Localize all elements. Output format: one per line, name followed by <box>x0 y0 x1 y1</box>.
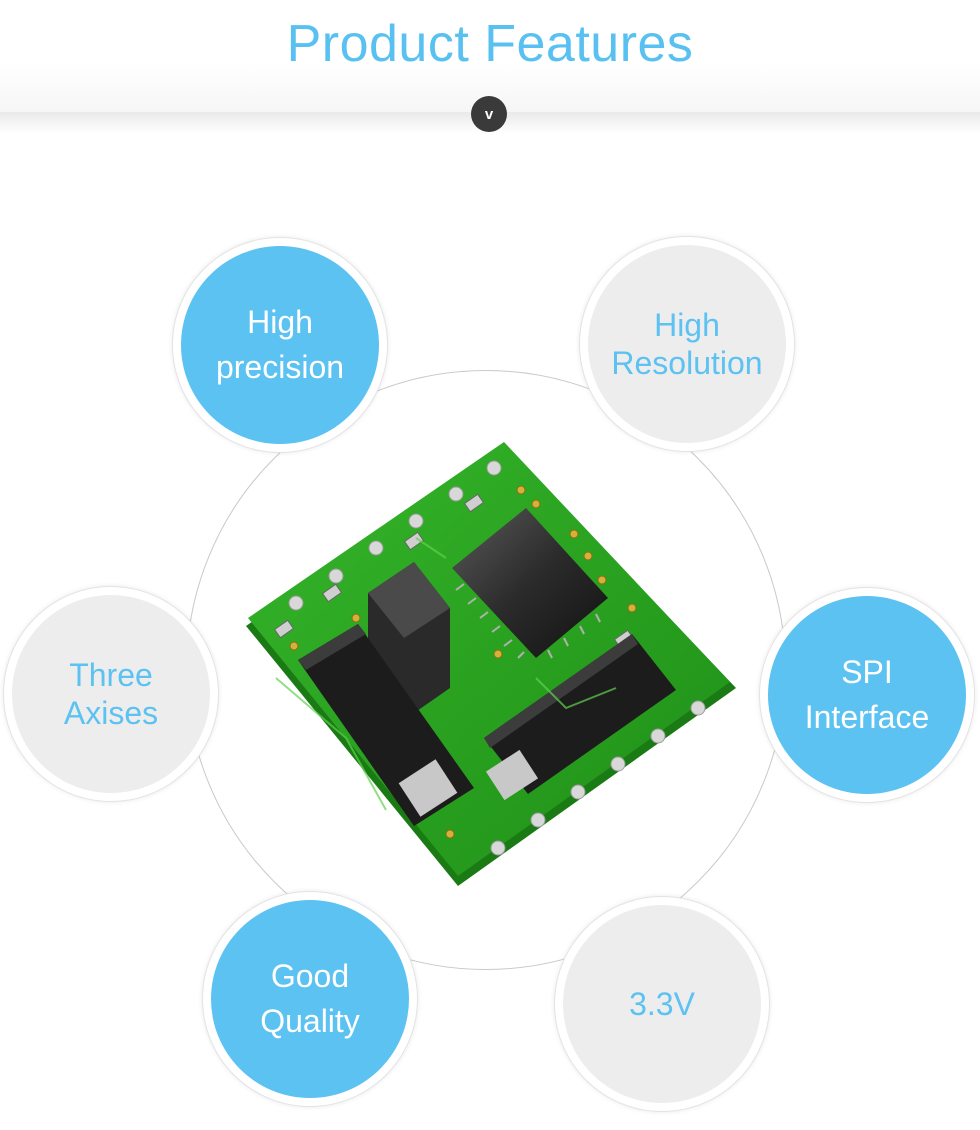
page-title: Product Features <box>286 15 694 73</box>
feature-label-line1: High <box>247 304 313 341</box>
sensor-module-image <box>236 438 746 898</box>
feature-bubble-voltage: 3.3V <box>555 897 769 1111</box>
feature-bubble-content: Three Axises <box>12 595 210 793</box>
feature-bubble-content: 3.3V <box>563 905 761 1103</box>
header-banner <box>0 0 980 112</box>
feature-label-line2: precision <box>215 349 345 385</box>
feature-label-line1: SPI <box>841 654 893 691</box>
feature-label-line2: Resolution <box>611 345 763 381</box>
feature-bubble-spi-interface: SPI Interface <box>760 588 974 802</box>
feature-label-line1: High <box>654 306 720 343</box>
feature-bubble-good-quality: Good Quality <box>203 892 417 1106</box>
feature-label-line1: Three <box>69 656 153 693</box>
feature-label-line2: Interface <box>804 699 930 735</box>
feature-label-line2: Axises <box>63 695 159 731</box>
feature-bubble-content: Good Quality <box>211 900 409 1098</box>
feature-label-line2: Quality <box>260 1003 360 1039</box>
feature-label-line1: 3.3V <box>629 985 695 1022</box>
feature-bubble-content: High precision <box>181 246 379 444</box>
chevron-down-icon[interactable]: v <box>471 96 507 132</box>
feature-bubble-three-axises: Three Axises <box>4 587 218 801</box>
feature-bubble-high-resolution: High Resolution <box>580 237 794 451</box>
feature-bubble-content: High Resolution <box>588 245 786 443</box>
feature-label-line1: Good <box>270 958 350 995</box>
chevron-glyph: v <box>484 105 494 123</box>
feature-bubble-high-precision: High precision <box>173 238 387 452</box>
feature-bubble-content: SPI Interface <box>768 596 966 794</box>
